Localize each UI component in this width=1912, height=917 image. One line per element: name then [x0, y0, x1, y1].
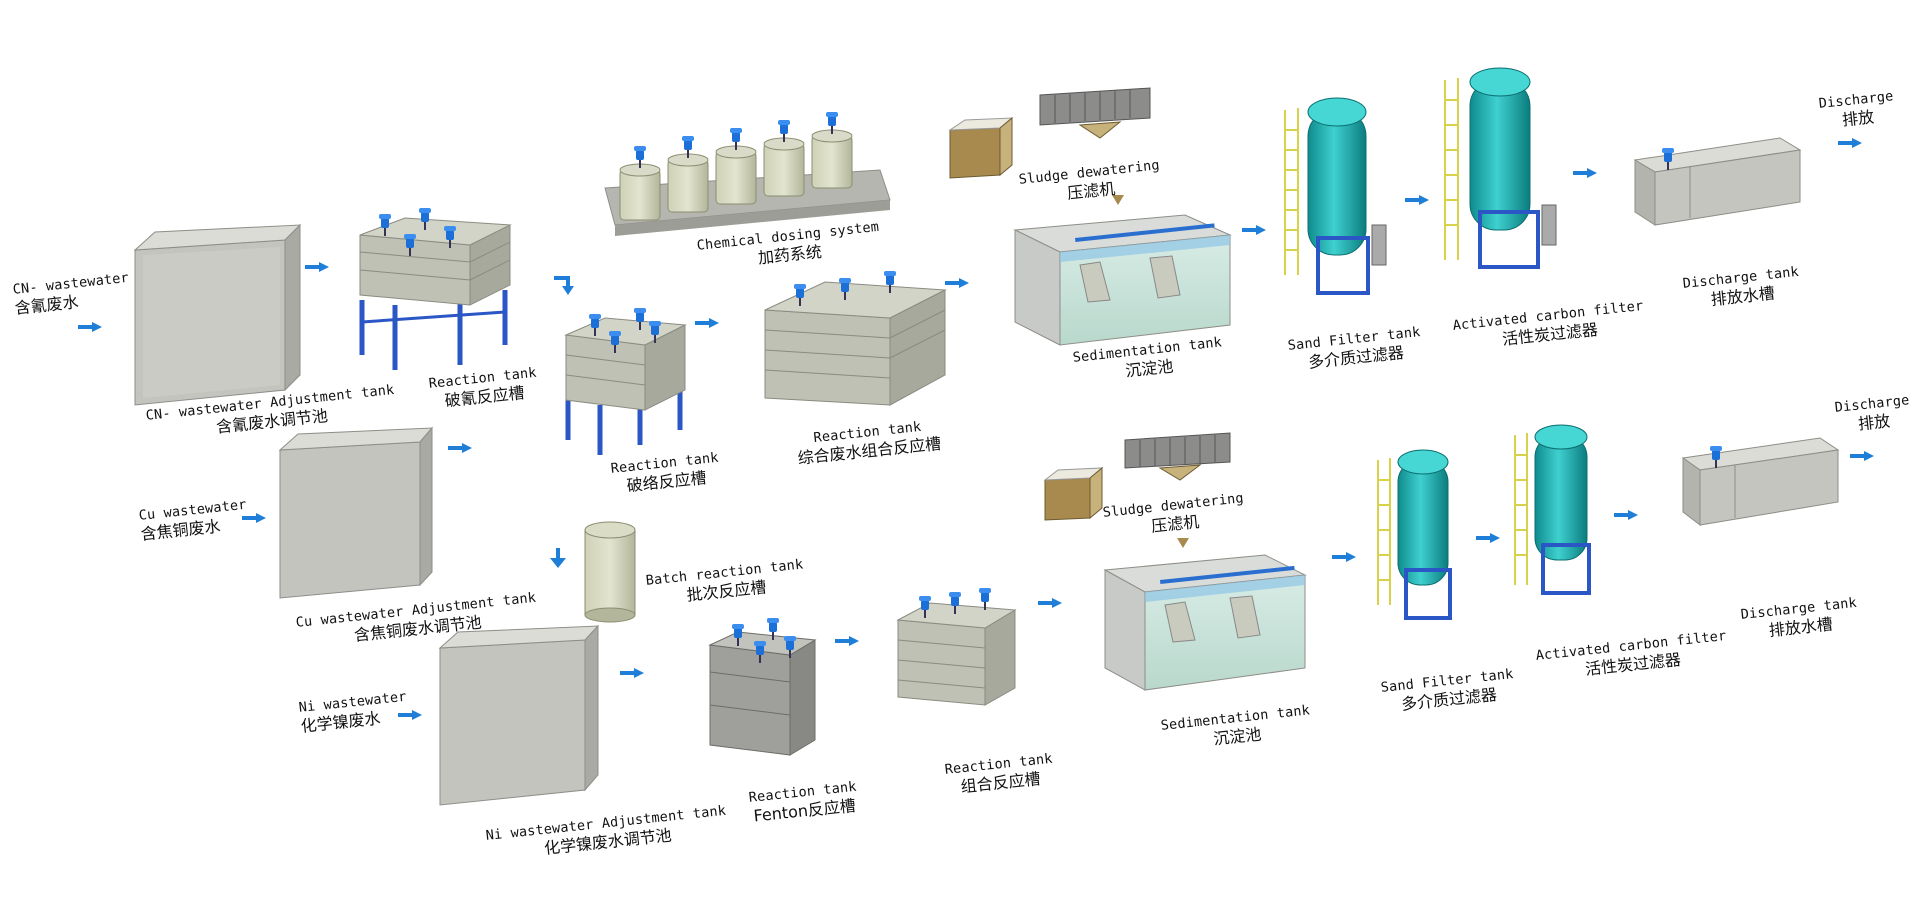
- sand-filter-top: [1284, 97, 1387, 295]
- sedimentation-tank-bottom: [1103, 554, 1307, 691]
- complex-breaking-reaction-tank: [564, 308, 687, 455]
- sand-filter-bottom: [1377, 449, 1452, 620]
- discharge-bottom-label: Discharge 排放: [1834, 392, 1912, 437]
- sludge-dewatering-top: [948, 87, 1151, 205]
- cu-adjustment-tank: [278, 426, 434, 599]
- flow-arrows: [78, 138, 1874, 720]
- cyanide-reaction-tank: [359, 208, 512, 370]
- cn-adjustment-tank: [133, 223, 302, 406]
- combined-reaction-tank-bottom: [896, 588, 1017, 706]
- carbon-filter-bottom: [1514, 424, 1591, 595]
- discharge-top-label: Discharge 排放: [1818, 88, 1896, 133]
- sludge-dewatering-bottom: [1043, 432, 1231, 548]
- batch-reaction-tank: [584, 521, 636, 623]
- fenton-reaction-tank: [708, 618, 817, 756]
- sedimentation-tank-top: [1013, 214, 1232, 346]
- chemical-dosing-system: [604, 112, 891, 236]
- combined-reaction-tank-top: [764, 271, 947, 406]
- discharge-tank-top: [1633, 137, 1802, 226]
- carbon-filter-top: [1444, 67, 1557, 269]
- discharge-tank-bottom: [1681, 437, 1840, 527]
- ni-adjustment-tank: [438, 624, 600, 806]
